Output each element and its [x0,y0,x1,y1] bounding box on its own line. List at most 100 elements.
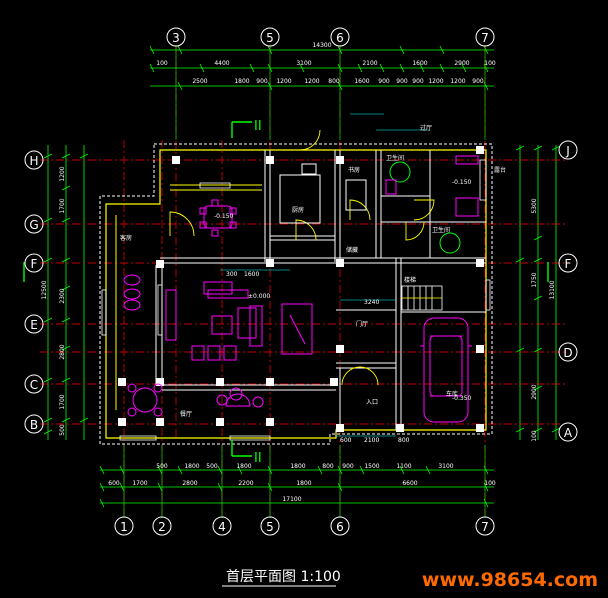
dim-text: 2100 [362,60,377,67]
dim-text: 1200 [59,166,66,181]
dim-text: 1200 [304,78,319,85]
axis-bubble: 7 [475,516,495,536]
axis-bubble: F [558,253,578,273]
interior-walls [160,150,486,430]
dim-label: 3240 [364,299,379,306]
room-label-storage: 储藏 [346,246,358,254]
dim-text: 1100 [396,463,411,470]
axis-bubble: 6 [330,516,350,536]
section-label-bottom: II [254,451,262,466]
outer-walls [99,143,493,445]
axis-label: H [29,154,38,168]
room-label-stair: 楼梯 [404,276,416,284]
axis-bubble: H [24,150,44,170]
dim-text: 2900 [531,384,538,399]
dim-total-bottom: 17100 [282,496,301,503]
axis-bubble: 6 [330,27,350,47]
axis-bubble: 5 [260,516,280,536]
dim-text: 1500 [364,463,379,470]
dim-text: 1700 [59,394,66,409]
dim-text: 100 [484,60,496,67]
dim-text: 100 [484,480,496,487]
room-label-dining: 餐厅 [180,410,192,418]
axis-bubble: J [558,140,578,160]
dim-text: 1600 [354,78,369,85]
axis-label: C [30,378,38,392]
axis-label: B [30,418,38,432]
axis-label: 7 [481,520,489,534]
dim-label: 600 [340,437,352,444]
axis-label: D [563,346,572,360]
axis-bubble: 7 [475,27,495,47]
drawing-title: 首层平面图 1:100 [226,569,341,585]
stairs [401,285,443,311]
dim-label: 300 [226,271,238,278]
axis-label: 1 [120,520,128,534]
dim-text: 500 [206,463,218,470]
dim-text: 5300 [531,198,538,213]
axis-label: J [565,144,570,158]
dim-text: 900 [396,78,408,85]
dim-text: 2200 [238,480,253,487]
dim-text: 2800 [182,480,197,487]
watermark: www.98654.com [422,569,598,591]
doors [169,129,435,386]
dim-text: 3100 [296,60,311,67]
dim-text: 900 [378,78,390,85]
room-labels: 厨房 卫生间 卫生间 餐厅 门厅 车库 储藏 楼梯 入口 客房 书房 露台 过厅… [120,124,506,444]
dim-total-left: 12500 [41,280,48,299]
dims-right: 5300 1750 13100 2900 100 [531,198,556,442]
dims-left: 12500 1200 1700 2300 2800 1700 500 [41,166,66,436]
room-label-entry: 入口 [366,399,378,406]
dim-text: 4400 [214,60,229,67]
axis-bubble: C [24,374,44,394]
axis-bubbles-top: 3 5 6 7 [166,27,495,47]
dim-text: 1700 [132,480,147,487]
room-label-terrace: 露台 [494,166,506,174]
axis-label: 5 [266,520,274,534]
columns [118,146,484,432]
room-label-hall: 过厅 [420,124,432,132]
furniture [123,155,479,417]
axis-bubble: F [24,253,44,273]
axis-bubbles-right: J F D A [558,140,578,442]
axis-bubble: E [24,314,44,334]
room-label-garage: 车库 [446,390,458,398]
axis-label: E [30,318,38,332]
dim-text: 1200 [428,78,443,85]
dim-text: 800 [322,463,334,470]
axis-bubble: 3 [166,27,186,47]
axis-label: 7 [481,31,489,45]
axis-bubbles-left: H G F E C B [24,150,44,434]
dim-text: 1600 [412,60,427,67]
axis-bubble: B [24,414,44,434]
dim-text: 2800 [59,344,66,359]
extension-lines [123,46,486,518]
dim-total-top: 14300 [312,42,331,49]
dim-text: 1800 [236,463,251,470]
elevation-label: -0.350 [452,395,472,402]
dim-text: 3100 [438,463,453,470]
axis-label: 2 [158,520,166,534]
axis-label: 6 [336,520,344,534]
dim-label: 2100 [364,437,379,444]
axis-label: 5 [266,31,274,45]
section-mark [23,121,549,457]
axis-bubbles-bottom: 1 2 4 5 6 7 [114,516,495,536]
room-label-bath1: 卫生间 [386,154,404,162]
dim-text: 500 [59,424,66,436]
elevation-label: -0.150 [214,213,234,220]
axis-label: G [29,218,38,232]
axis-label: 4 [218,520,226,534]
room-label-study: 书房 [348,166,360,174]
dim-text: 900 [342,463,354,470]
room-label-kitchen: 厨房 [292,206,304,214]
garage-car [420,317,472,423]
dims-bottom: 500 1800 500 1800 1800 800 900 1500 1100… [108,463,496,503]
dim-text: 2300 [59,288,66,303]
dim-text: 1200 [450,78,465,85]
axis-label: F [565,257,572,271]
dim-total-right: 13100 [549,280,556,299]
dims-top: 14300 100 4400 3100 2100 1600 2900 100 2… [156,42,496,85]
